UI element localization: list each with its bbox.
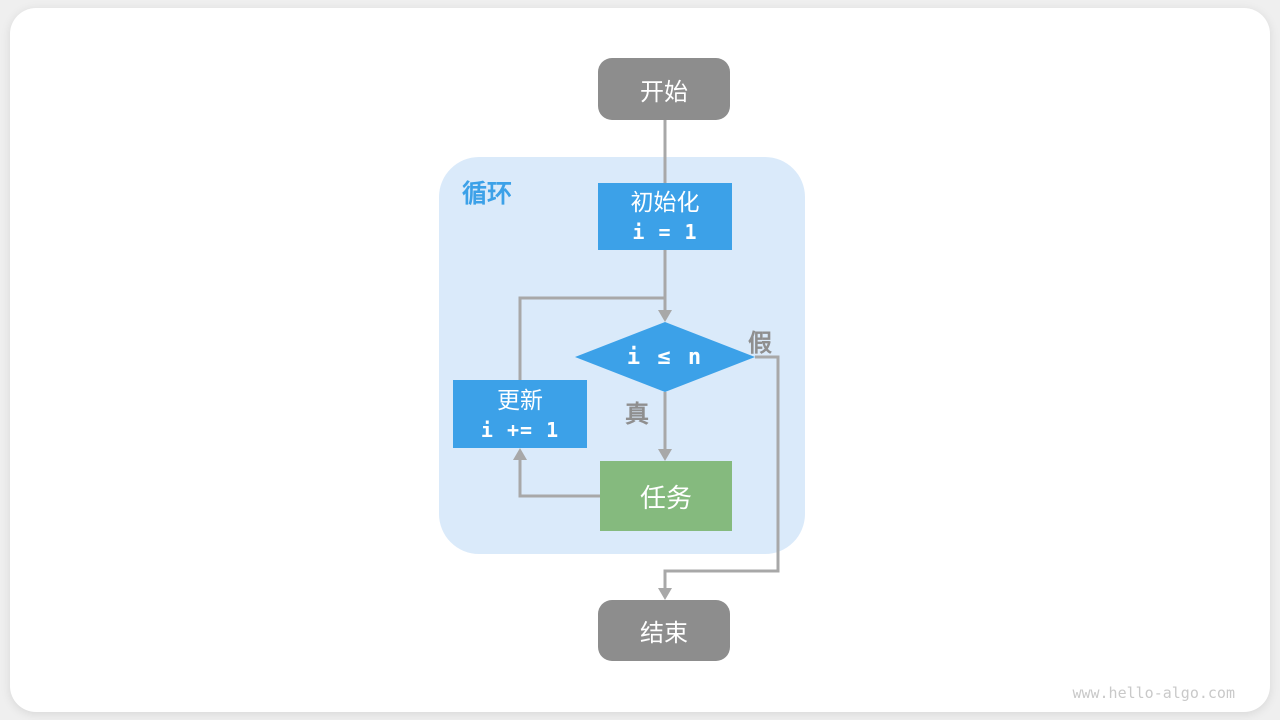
update-node-title: 更新 (497, 386, 543, 413)
canvas-card: 循环 开始 初始化 i = 1 i ≤ n 更 (10, 8, 1270, 712)
init-node-code: i = 1 (632, 220, 698, 244)
update-node: 更新 i += 1 (453, 380, 587, 448)
update-node-code: i += 1 (480, 417, 560, 442)
site-watermark: www.hello-algo.com (1072, 684, 1235, 702)
start-node: 开始 (598, 58, 730, 120)
init-node-title: 初始化 (630, 189, 700, 215)
flow-edges-layer (513, 120, 780, 600)
task-node: 任务 (600, 461, 732, 531)
edge-label-false: 假 (748, 330, 772, 357)
edge-update-loopback (518, 296, 665, 380)
condition-diamond-shape (575, 322, 755, 392)
loop-scope-label: 循环 (462, 180, 513, 208)
init-node: 初始化 i = 1 (598, 183, 732, 250)
edge-label-true: 真 (625, 401, 649, 428)
start-node-label: 开始 (640, 78, 688, 106)
edge-task-to-update (513, 448, 600, 498)
end-node-label: 结束 (640, 620, 688, 647)
edge-condition-false-to-end (658, 355, 780, 600)
task-node-label: 任务 (639, 482, 692, 513)
condition-node-label: i ≤ n (626, 344, 704, 370)
end-node: 结束 (598, 600, 730, 661)
